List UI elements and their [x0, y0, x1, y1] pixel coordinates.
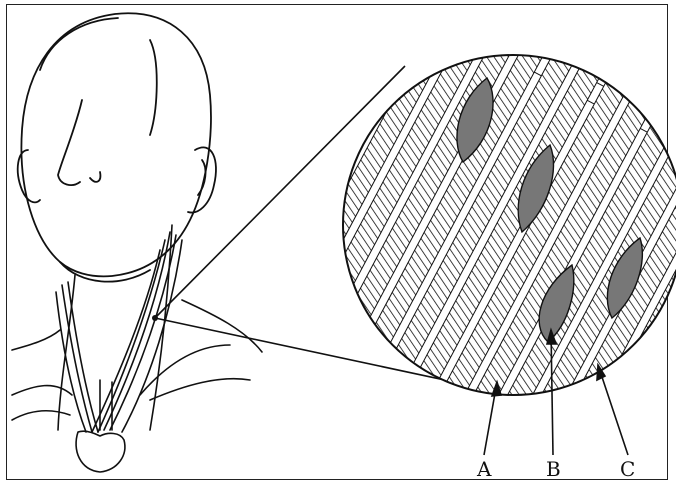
magnified-circle	[240, 0, 676, 488]
head-drawing	[18, 13, 216, 281]
pointer-c	[598, 365, 628, 455]
label-c: C	[620, 457, 635, 481]
label-b: B	[546, 457, 561, 481]
label-a: A	[476, 457, 492, 481]
neck-drawing	[12, 225, 262, 472]
